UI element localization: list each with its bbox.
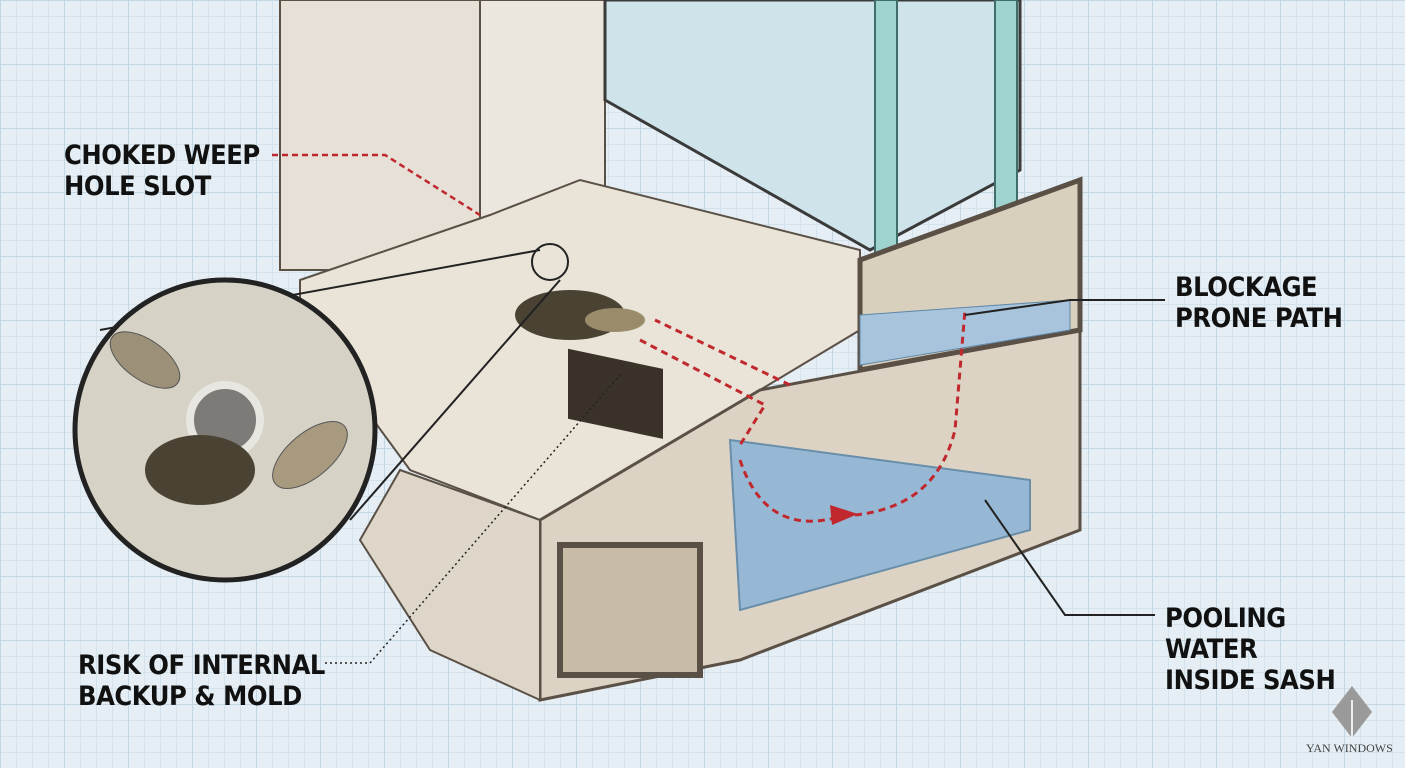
label-line: PRONE PATH [1175, 303, 1343, 334]
blocked-channel-water [859, 299, 1071, 366]
label-risk-internal-backup: RISK OF INTERNAL BACKUP & MOLD [78, 650, 325, 712]
brand-name: YAN WINDOWS [1306, 741, 1393, 755]
yan-windows-logo [1332, 686, 1372, 738]
sill-frame [299, 176, 1083, 702]
water-flow-arrows [639, 309, 967, 523]
weep-hole-detail-inset [72, 243, 569, 583]
label-line: BLOCKAGE [1175, 272, 1318, 303]
label-line: INSIDE SASH [1165, 665, 1336, 696]
label-line: HOLE SLOT [64, 171, 211, 202]
label-choked-weep-hole-slot: CHOKED WEEP HOLE SLOT [64, 140, 260, 202]
leader-lines [272, 153, 1165, 664]
label-line: POOLING WATER [1165, 603, 1286, 665]
label-line: CHOKED WEEP [64, 140, 260, 171]
label-pooling-water: POOLING WATER INSIDE SASH [1165, 603, 1381, 696]
label-blockage-prone-path: BLOCKAGE PRONE PATH [1175, 272, 1343, 334]
label-line: RISK OF INTERNAL [78, 650, 325, 681]
flow-arrowhead [830, 505, 858, 525]
debris-pile [515, 290, 663, 439]
pooled-water [728, 438, 1031, 612]
label-line: BACKUP & MOLD [78, 681, 302, 712]
window-jamb [279, 0, 606, 271]
